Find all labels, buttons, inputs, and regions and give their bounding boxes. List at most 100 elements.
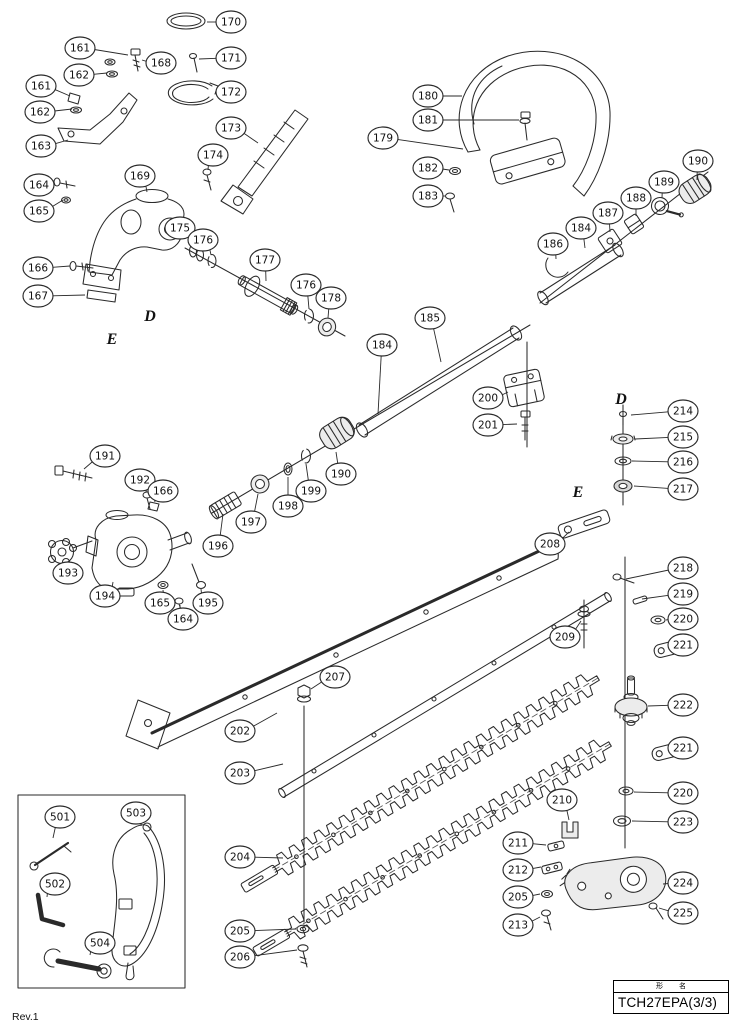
- callout-bubble: [592, 201, 624, 225]
- callout-501-76: 501: [44, 805, 76, 839]
- callout-number: 168: [151, 58, 171, 70]
- callout-bubble: [502, 913, 534, 937]
- callout-number: 220: [673, 788, 693, 800]
- callout-bubble: [124, 468, 156, 492]
- leader-line: [94, 49, 129, 56]
- callout-197-43: 197: [235, 493, 267, 534]
- callout-bubble: [22, 284, 54, 308]
- callout-165-13: 165: [23, 199, 64, 223]
- callout-number: 176: [193, 235, 213, 247]
- callout-number: 184: [571, 223, 591, 235]
- hanger-bracket-2: [503, 368, 545, 441]
- callout-503-77: 503: [120, 801, 152, 827]
- callout-number: 217: [673, 484, 693, 496]
- callout-number: 185: [420, 313, 440, 325]
- blade-guide-bar: [125, 543, 559, 750]
- callout-bubble: [549, 625, 581, 649]
- blade-shank: [240, 864, 279, 893]
- callout-bubble: [502, 858, 534, 882]
- blade-rivet: [478, 744, 484, 750]
- callout-number: 221: [673, 640, 693, 652]
- callout-number: 219: [673, 589, 693, 601]
- callout-bubble: [648, 170, 680, 194]
- callout-bubble: [534, 532, 566, 556]
- leader-line: [631, 460, 669, 463]
- callout-number: 184: [372, 340, 392, 352]
- callout-212-70: 212: [502, 858, 542, 882]
- drive-shaft-pipe: [319, 325, 523, 450]
- callout-number: 166: [28, 263, 48, 275]
- callout-bubble: [84, 931, 116, 955]
- callout-bubble: [667, 556, 699, 580]
- callout-number: 186: [543, 239, 563, 251]
- leader-line: [55, 139, 69, 145]
- callout-181-22: 181: [412, 108, 519, 132]
- callout-number: 167: [28, 291, 48, 303]
- callout-number: 194: [95, 591, 115, 603]
- callout-162-4: 162: [63, 63, 108, 87]
- leader-line: [641, 594, 669, 600]
- callout-number: 224: [673, 878, 693, 890]
- blade-rivet: [552, 700, 558, 706]
- callout-number: 205: [230, 926, 250, 938]
- callout-161-1: 161: [64, 36, 129, 60]
- drive-shaft-upper: [537, 173, 712, 306]
- callout-165-50: 165: [144, 589, 176, 615]
- callout-number: 195: [198, 598, 218, 610]
- callout-190-26: 190: [682, 149, 714, 181]
- callout-number: 504: [90, 938, 110, 950]
- leader-line: [307, 295, 310, 310]
- callout-number: 216: [673, 457, 693, 469]
- callout-185-32: 185: [414, 306, 446, 363]
- gear-washer-stack: [610, 410, 636, 493]
- callout-bubble: [224, 919, 256, 943]
- callout-205-74: 205: [224, 919, 297, 943]
- callout-194-49: 194: [89, 581, 121, 608]
- leader-line: [377, 355, 382, 415]
- hanger-bracket: [57, 92, 138, 145]
- gear-case-screws: [53, 177, 94, 272]
- callout-number: 206: [230, 952, 250, 964]
- callout-bubble: [667, 477, 699, 501]
- callout-213-72: 213: [502, 913, 541, 937]
- leader-line: [93, 72, 108, 75]
- leader-line: [335, 451, 339, 464]
- callout-166-17: 166: [22, 256, 71, 280]
- callout-184-30: 184: [565, 216, 597, 249]
- blade-teeth: [272, 674, 600, 876]
- blade-rivet: [343, 896, 348, 902]
- callout-bubble: [192, 591, 224, 615]
- callout-bubble: [667, 871, 699, 895]
- callout-number: 177: [255, 255, 275, 267]
- leader-line: [532, 843, 547, 846]
- blade-shank: [252, 928, 291, 957]
- drive-connector-parts: [208, 448, 312, 520]
- lever-screw: [202, 168, 212, 191]
- callout-bubble: [667, 693, 699, 717]
- callout-bubble: [295, 479, 327, 503]
- callout-bubble: [667, 582, 699, 606]
- leader-line: [532, 866, 542, 870]
- callout-number: 190: [331, 469, 351, 481]
- callout-number: 178: [321, 293, 341, 305]
- section-marker-E: E: [572, 484, 584, 501]
- callout-bubble: [667, 399, 699, 423]
- callout-number: 225: [673, 908, 693, 920]
- revision-label: Rev.1: [12, 1011, 39, 1023]
- blade-axis: [285, 743, 611, 935]
- callout-176-18: 176: [290, 273, 322, 310]
- callout-180-21: 180: [412, 84, 462, 108]
- callout-bubble: [667, 425, 699, 449]
- leader-line: [531, 916, 541, 922]
- leader-line: [574, 620, 582, 630]
- callout-209-58: 209: [549, 620, 582, 649]
- blade-rivet: [528, 787, 534, 793]
- callout-bubble: [224, 945, 256, 969]
- blade-rivet: [441, 766, 447, 772]
- callout-199-41: 199: [295, 463, 327, 503]
- callout-number: 161: [70, 43, 90, 55]
- callout-bubble: [472, 386, 504, 410]
- callout-bubble: [215, 116, 247, 140]
- callout-bubble: [24, 100, 56, 124]
- callout-number: 208: [540, 539, 560, 551]
